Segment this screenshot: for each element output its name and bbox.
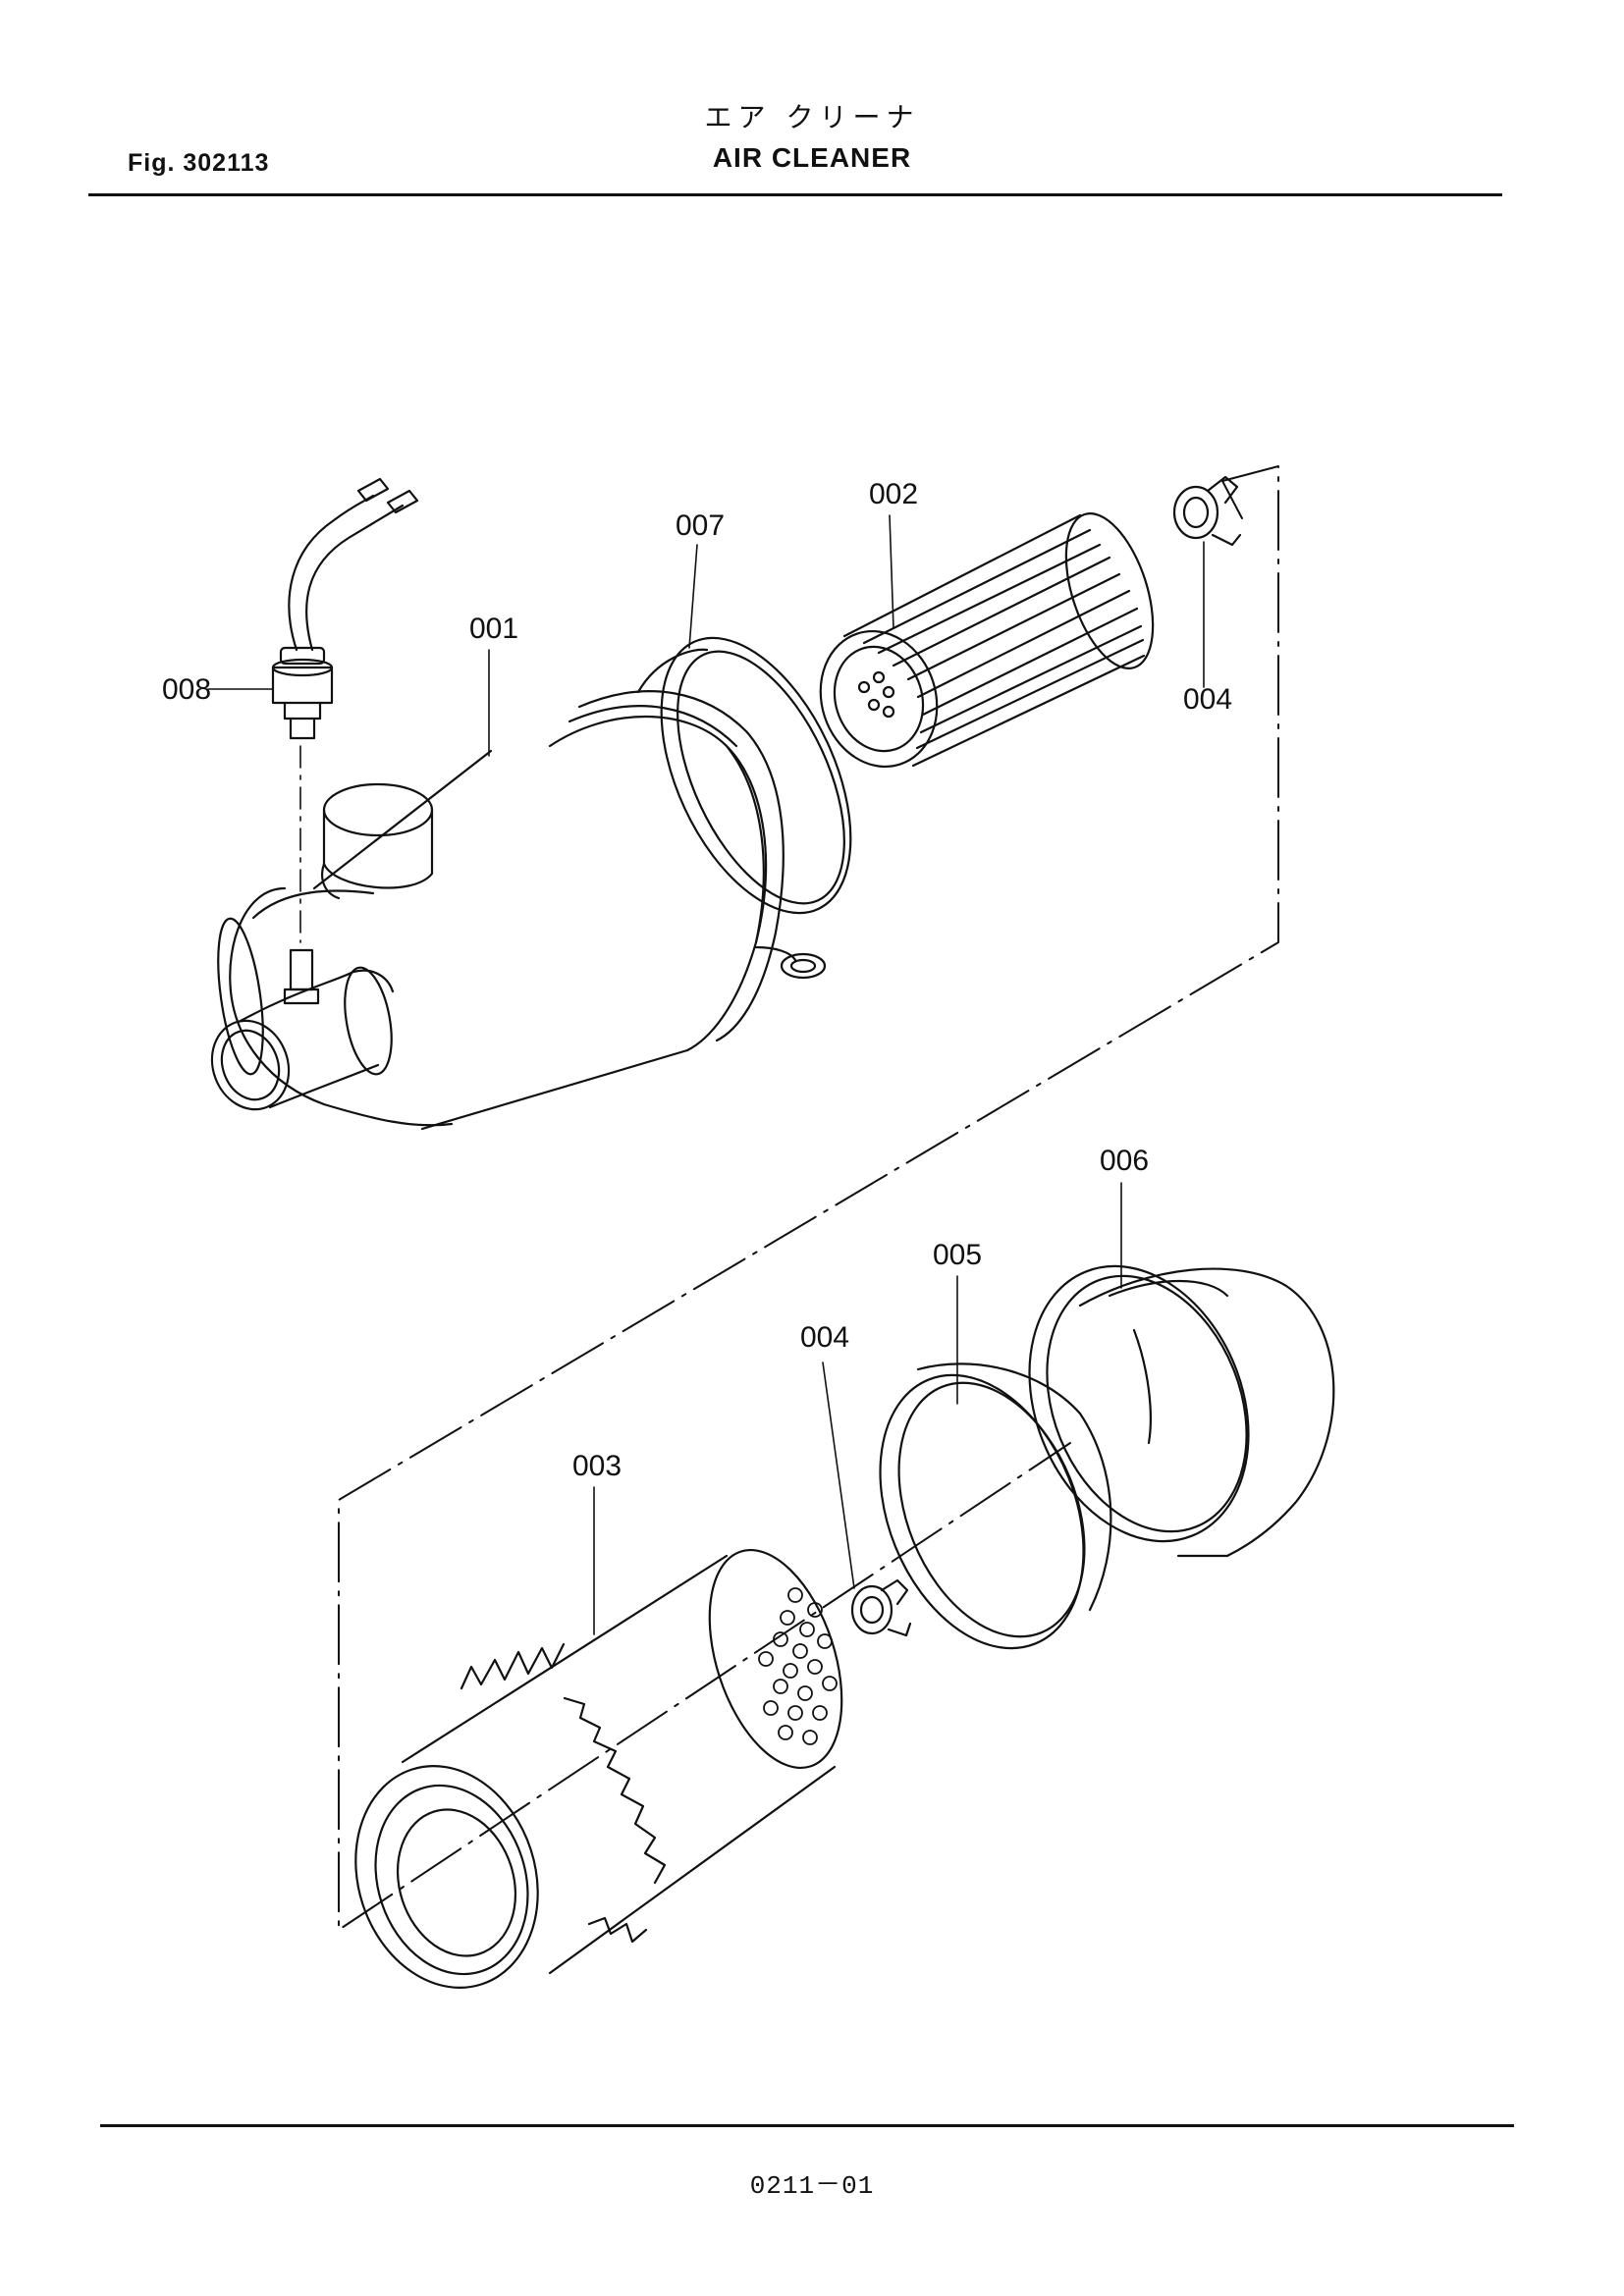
header-divider bbox=[88, 193, 1502, 196]
assembly-boundary-lines bbox=[338, 465, 1279, 1931]
callout-007: 007 bbox=[676, 509, 725, 542]
callout-003: 003 bbox=[572, 1450, 622, 1482]
footer-divider bbox=[100, 2124, 1514, 2127]
callout-004-top: 004 bbox=[1183, 683, 1232, 716]
part-007-gasket bbox=[636, 636, 852, 915]
part-006-dust-cup bbox=[1028, 1182, 1335, 1558]
page-title-japanese: エア クリーナ bbox=[704, 101, 920, 133]
part-008-restriction-indicator bbox=[271, 477, 419, 943]
part-005-band bbox=[879, 1275, 1112, 1650]
part-003-primary-element bbox=[354, 1486, 843, 1989]
part-002-safety-element bbox=[819, 512, 1155, 769]
callout-002: 002 bbox=[869, 478, 918, 510]
part-004-wing-nut-top bbox=[1172, 475, 1242, 688]
callout-001: 001 bbox=[469, 613, 518, 645]
callout-006: 006 bbox=[1100, 1145, 1149, 1177]
part-001-air-cleaner-body bbox=[210, 690, 827, 1131]
callout-004-bottom: 004 bbox=[800, 1321, 849, 1354]
leader-lines bbox=[207, 514, 894, 757]
page-number: 0211－01 bbox=[749, 2171, 875, 2201]
part-004-wing-nut-bottom bbox=[822, 1362, 912, 1637]
figure-number: Fig. 302113 bbox=[128, 149, 270, 177]
page-title: AIR CLEANER bbox=[712, 142, 912, 173]
callout-008: 008 bbox=[162, 673, 211, 706]
callout-005: 005 bbox=[933, 1239, 982, 1271]
